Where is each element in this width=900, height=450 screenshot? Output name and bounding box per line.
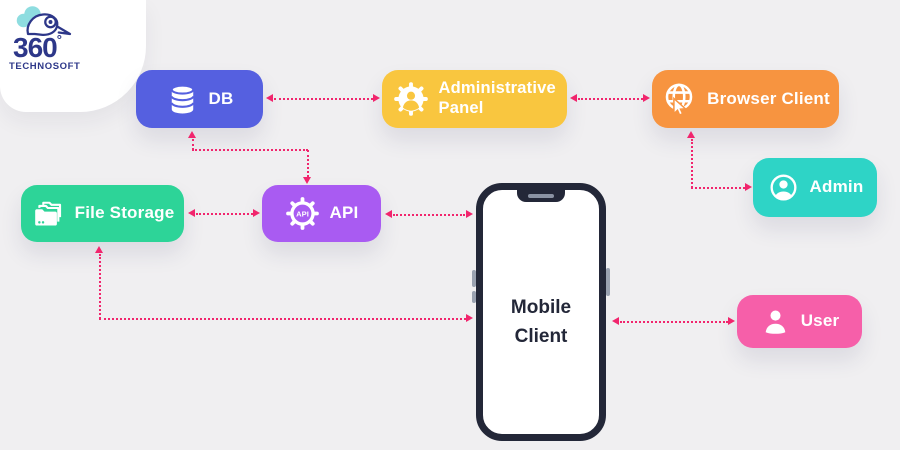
person-icon bbox=[760, 306, 791, 337]
dotted-line bbox=[192, 149, 308, 151]
arrowhead-right bbox=[253, 209, 260, 217]
dotted-line bbox=[196, 213, 253, 215]
node-admin-label: Admin bbox=[809, 177, 864, 197]
arrowhead-left bbox=[188, 209, 195, 217]
node-user-label: User bbox=[800, 311, 840, 331]
node-file-storage-label: File Storage bbox=[74, 203, 175, 223]
arrowhead-right bbox=[643, 94, 650, 102]
node-browser-client: Browser Client bbox=[652, 70, 839, 128]
logo: 360° TECHNOSOFT bbox=[0, 0, 146, 112]
dotted-line bbox=[307, 150, 309, 177]
person-circle-icon bbox=[767, 171, 800, 204]
database-icon bbox=[166, 83, 199, 116]
phone-volume-up-button bbox=[472, 270, 476, 287]
phone-speaker bbox=[528, 193, 554, 198]
arrowhead-right bbox=[466, 210, 473, 218]
node-db-label: DB bbox=[208, 88, 234, 108]
logo-360-text: 360° bbox=[13, 32, 62, 63]
logo-company-text: TECHNOSOFT bbox=[9, 61, 81, 72]
phone-power-button bbox=[606, 268, 610, 296]
dotted-line bbox=[99, 318, 466, 320]
node-administrative-panel-label: Administrative Panel bbox=[438, 79, 556, 117]
bird-logo-icon bbox=[16, 6, 72, 36]
dotted-line bbox=[99, 254, 101, 319]
node-user: User bbox=[737, 295, 862, 348]
dotted-line bbox=[274, 98, 373, 100]
dotted-line bbox=[393, 214, 465, 216]
api-gear-icon: API bbox=[285, 196, 320, 231]
arrowhead-left bbox=[570, 94, 577, 102]
gear-person-icon bbox=[393, 81, 429, 117]
globe-cursor-icon bbox=[661, 81, 697, 117]
arrowhead-left bbox=[266, 94, 273, 102]
node-mobile-client-label: Mobile Client bbox=[510, 297, 572, 347]
node-administrative-panel: Administrative Panel bbox=[382, 70, 567, 128]
arrowhead-right bbox=[373, 94, 380, 102]
arrowhead-left bbox=[385, 210, 392, 218]
dotted-line bbox=[620, 321, 728, 323]
node-browser-client-label: Browser Client bbox=[707, 88, 830, 108]
node-api-label: API bbox=[329, 203, 359, 223]
dotted-line bbox=[691, 187, 745, 189]
node-admin: Admin bbox=[753, 158, 877, 217]
arrowhead-down bbox=[303, 177, 311, 184]
phone-notch bbox=[517, 189, 565, 202]
node-db: DB bbox=[136, 70, 263, 128]
arrowhead-right bbox=[466, 314, 473, 322]
folders-icon bbox=[31, 197, 65, 231]
arrowhead-left bbox=[612, 317, 619, 325]
node-api: API API bbox=[262, 185, 381, 242]
arrowhead-up bbox=[188, 131, 196, 138]
phone-volume-down-button bbox=[472, 291, 476, 303]
arrowhead-right bbox=[728, 317, 735, 325]
node-mobile-client: Mobile Client bbox=[472, 183, 610, 441]
arrowhead-up bbox=[95, 246, 103, 253]
arrowhead-up bbox=[687, 131, 695, 138]
dotted-line bbox=[578, 98, 643, 100]
arrowhead-right bbox=[745, 183, 752, 191]
node-file-storage: File Storage bbox=[21, 185, 184, 242]
svg-text:API: API bbox=[296, 209, 309, 218]
dotted-line bbox=[691, 139, 693, 188]
dotted-line bbox=[192, 139, 194, 150]
